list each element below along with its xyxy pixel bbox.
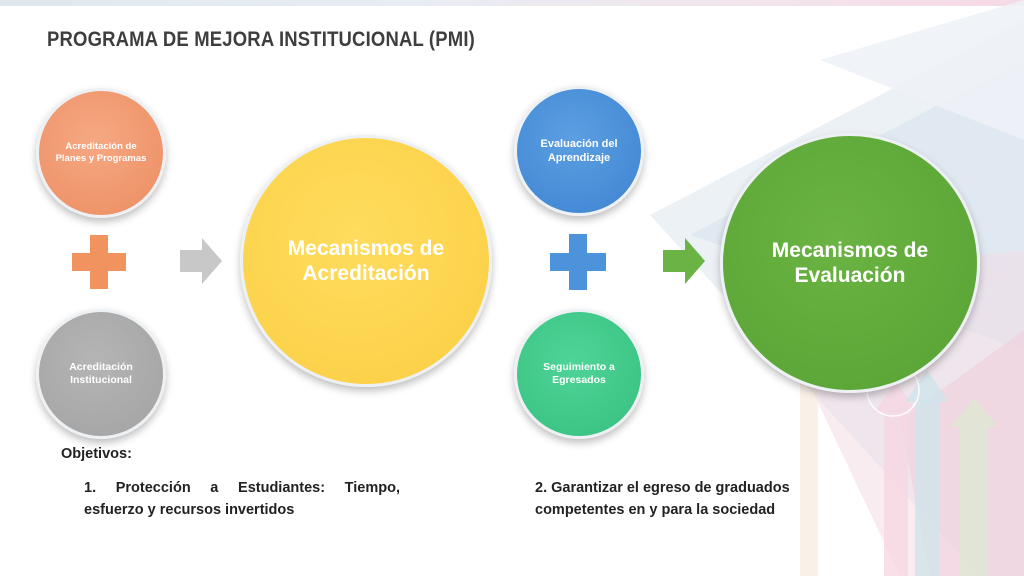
plus-icon (550, 234, 606, 290)
acreditacion-planes-label: Acreditación de Planes y Programas (55, 141, 147, 164)
evaluacion-aprendizaje-circle: Evaluación del Aprendizaje (514, 86, 644, 216)
mecanismos-acreditacion-circle: Mecanismos de Acreditación (240, 135, 492, 387)
objective-item-2: 2. Garantizar el egreso de graduados com… (535, 480, 790, 518)
acreditacion-planes-circle: Acreditación de Planes y Programas (36, 88, 166, 218)
evaluacion-aprendizaje-label: Evaluación del Aprendizaje (540, 138, 618, 164)
mecanismos-evaluacion-circle: Mecanismos de Evaluación (720, 133, 980, 393)
arrow-right-icon (180, 238, 222, 284)
mecanismos-evaluacion-label: Mecanismos de Evaluación (771, 239, 929, 287)
arrow-right-icon (663, 238, 705, 284)
objective-item-1: 1. Protección a Estudiantes: Tiempo, esf… (84, 480, 400, 518)
slide-title: PROGRAMA DE MEJORA INSTITUCIONAL (PMI) (47, 28, 475, 51)
objectives-heading: Objetivos: (61, 446, 132, 462)
acreditacion-institucional-circle: Acreditación Institucional (36, 309, 166, 439)
top-accent-bar (0, 0, 1024, 6)
seguimiento-egresados-label: Seguimiento a Egresados (543, 361, 615, 386)
plus-icon (72, 235, 126, 289)
acreditacion-institucional-label: Acreditación Institucional (69, 361, 133, 386)
seguimiento-egresados-circle: Seguimiento a Egresados (514, 309, 644, 439)
mecanismos-acreditacion-label: Mecanismos de Acreditación (287, 237, 445, 285)
